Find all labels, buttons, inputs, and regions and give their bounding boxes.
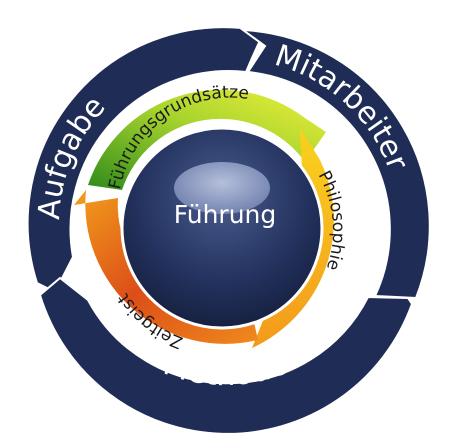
outer-ring [26,26,431,435]
center-hub [120,126,324,330]
svg-text:Methode: Methode [159,347,292,394]
outer-label-mitarbeiter: Mitarbeiter [271,38,415,175]
outer-label-methode: Methode [159,347,292,394]
outer-segment-aufgabe [26,26,264,294]
outer-segment-mitarbeiter [239,28,431,300]
inner-segment-fuehrungsgrundsaetze [88,89,326,190]
outer-segment-methode [38,276,414,435]
center-label: Führung [173,200,277,229]
inner-segment-zeitgeist [74,190,258,344]
hub-gloss [174,162,270,214]
svg-text:Mitarbeiter: Mitarbeiter [271,38,415,175]
